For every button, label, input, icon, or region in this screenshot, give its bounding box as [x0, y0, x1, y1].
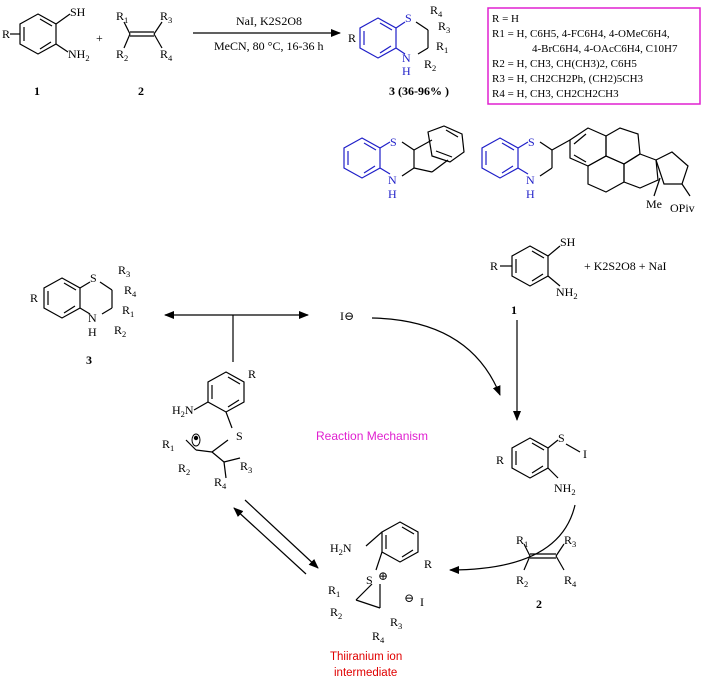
svg-text:R1: R1 — [116, 9, 128, 25]
mech-alkene-2: R1 R2 R3 R4 — [516, 533, 577, 589]
svg-text:R1: R1 — [436, 39, 448, 55]
example-product-estrone: S N H Me OPiv — [481, 127, 695, 215]
svg-text:R4: R4 — [124, 283, 137, 299]
svg-text:R2: R2 — [424, 57, 436, 73]
intermediate-caption-1: Thiiranium ion — [330, 651, 402, 663]
svg-text:S: S — [236, 429, 243, 443]
substituent-line: R3 = H, CH2CH2Ph, (CH2)5CH3 — [492, 73, 644, 85]
mechanism-title: Reaction Mechanism — [316, 429, 428, 443]
svg-text:R4: R4 — [564, 573, 577, 589]
svg-text:I: I — [583, 447, 587, 461]
svg-text:⊕: ⊕ — [378, 569, 388, 583]
compound-2-label: 2 — [138, 84, 144, 98]
mech-alkene-label: 2 — [536, 597, 542, 611]
mech-start-label: 1 — [511, 303, 517, 317]
conditions-line-2: MeCN, 80 °C, 16-36 h — [214, 39, 323, 53]
svg-text:R: R — [348, 31, 356, 45]
svg-text:R3: R3 — [438, 19, 450, 35]
svg-text:R3: R3 — [160, 9, 172, 25]
svg-text:N: N — [388, 173, 397, 187]
svg-text:H: H — [526, 187, 535, 201]
conditions-line-1: NaI, K2S2O8 — [236, 14, 302, 28]
svg-text:R2: R2 — [116, 47, 128, 63]
equilibrium-arrows — [233, 499, 319, 575]
svg-text:R2: R2 — [114, 323, 126, 339]
svg-text:NH2: NH2 — [556, 285, 578, 301]
svg-text:R1: R1 — [162, 437, 174, 453]
svg-text:H2N: H2N — [330, 541, 352, 557]
svg-text:R: R — [490, 259, 498, 273]
svg-text:R4: R4 — [160, 47, 173, 63]
svg-text:R4: R4 — [430, 3, 443, 19]
mech-reagents: + K2S2O8 + NaI — [584, 259, 667, 273]
svg-text:R: R — [496, 453, 504, 467]
svg-text:R: R — [2, 27, 10, 41]
svg-text:R2: R2 — [330, 605, 342, 621]
svg-text:SH: SH — [70, 5, 86, 19]
svg-text:N: N — [88, 311, 97, 325]
svg-text:H: H — [402, 64, 411, 78]
sulfenyl-iodide: S I NH2 R — [496, 431, 587, 497]
svg-text:H2N: H2N — [172, 403, 194, 419]
substituent-box — [487, 7, 701, 105]
mech-product-label: 3 — [86, 353, 92, 367]
thiiranium-intermediate: H2N S ⊕ ⊖ I R R1 R2 R3 R4 — [328, 521, 432, 645]
svg-text:R4: R4 — [214, 475, 227, 491]
svg-text:N: N — [526, 173, 535, 187]
svg-text:S: S — [405, 11, 412, 25]
svg-text:R2: R2 — [178, 461, 190, 477]
svg-text:S: S — [366, 573, 373, 587]
compound-2-structure: R1 R2 R3 R4 — [116, 9, 173, 63]
substituent-line: R4 = H, CH3, CH2CH2CH3 — [492, 88, 619, 100]
svg-text:R: R — [424, 557, 432, 571]
svg-text:S: S — [558, 431, 565, 445]
split-arrows — [164, 311, 309, 362]
svg-text:S: S — [528, 135, 535, 149]
svg-text:NH2: NH2 — [68, 47, 90, 63]
svg-text:R1: R1 — [122, 303, 134, 319]
svg-text:I: I — [420, 595, 424, 609]
compound-3-structure: S N H R R4 R3 R1 R2 — [348, 3, 450, 78]
svg-text:H: H — [88, 325, 97, 339]
svg-text:R3: R3 — [564, 533, 576, 549]
svg-text:R3: R3 — [240, 459, 252, 475]
svg-text:⊖: ⊖ — [404, 591, 414, 605]
plus-sign: + — [96, 31, 103, 45]
substituent-line: R2 = H, CH3, CH(CH3)2, C6H5 — [492, 58, 637, 70]
svg-text:H: H — [388, 187, 397, 201]
svg-text:R3: R3 — [390, 615, 402, 631]
arrow-to-thiiranium — [449, 504, 576, 574]
mech-product-3: S N H R R3 R4 R1 R2 — [30, 263, 137, 339]
compound-1-label: 1 — [34, 84, 40, 98]
example-product-indeno: S N H — [343, 125, 465, 201]
svg-text:R: R — [30, 291, 38, 305]
svg-text:SH: SH — [560, 235, 576, 249]
substituent-line: R = H — [492, 13, 519, 25]
substituent-line: R1 = H, C6H5, 4-FC6H4, 4-OMeC6H4, — [492, 28, 670, 40]
iodide-ion: I⊖ — [340, 309, 354, 323]
carbocation-intermediate: S H2N R R1 R2 R3 R4 — [162, 367, 256, 491]
svg-text:R1: R1 — [516, 533, 528, 549]
compound-1-structure: SH NH2 R — [2, 5, 90, 63]
svg-text:S: S — [390, 135, 397, 149]
substituent-list: R = H R1 = H, C6H5, 4-FC6H4, 4-OMeC6H4, 4-… — [492, 13, 678, 100]
mech-compound-1: SH NH2 R — [490, 235, 578, 301]
svg-text:R: R — [248, 367, 256, 381]
me-label: Me — [646, 197, 662, 211]
svg-text:R3: R3 — [118, 263, 130, 279]
svg-text:R2: R2 — [516, 573, 528, 589]
svg-text:NH2: NH2 — [554, 481, 576, 497]
arrow-iodide — [371, 317, 501, 396]
svg-text:S: S — [90, 271, 97, 285]
compound-3-label: 3 (36-96% ) — [389, 84, 449, 98]
svg-text:R4: R4 — [372, 629, 385, 645]
opiv-label: OPiv — [670, 201, 695, 215]
svg-text:R1: R1 — [328, 583, 340, 599]
intermediate-caption-2: intermediate — [334, 667, 397, 679]
substituent-line: 4-BrC6H4, 4-OAcC6H4, C10H7 — [532, 43, 678, 55]
svg-text:N: N — [402, 51, 411, 65]
